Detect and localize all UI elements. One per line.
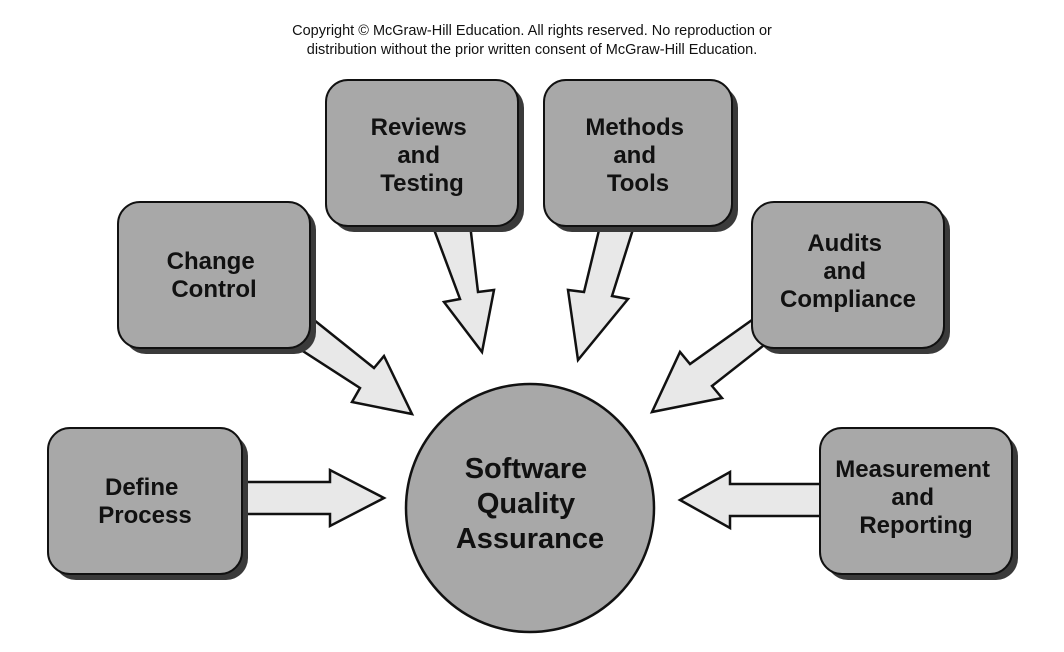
arrow-methods — [566, 224, 636, 363]
arrow-change-control — [290, 318, 415, 416]
box-measurement-line-2: and — [891, 484, 934, 511]
box-change-control: Change Control — [117, 201, 316, 354]
svg-text:Software Quality A: Software Quality Assurance — [456, 453, 604, 555]
box-methods-line-3: Tools — [607, 170, 669, 197]
box-reviews: Reviews and Testing — [325, 79, 524, 232]
box-audits-line-2: and — [823, 258, 866, 285]
box-reviews-line-3: Testing — [380, 170, 464, 197]
box-measurement: Measurement and Reporting — [819, 427, 1018, 580]
box-change-line-2: Control — [171, 276, 256, 303]
center-line-1: Software — [465, 453, 587, 485]
box-measurement-line-3: Reporting — [859, 512, 972, 539]
box-audits-line-1: Audits — [807, 230, 882, 257]
svg-text:Measurement and Re: Measurement and Reporting — [835, 456, 996, 539]
svg-text:Reviews and Testin: Reviews and Testing — [371, 114, 474, 197]
center-line-3: Assurance — [456, 523, 604, 555]
arrow-audits — [649, 318, 770, 414]
box-define-process: Define Process — [47, 427, 248, 580]
box-methods-line-1: Methods — [585, 114, 684, 141]
box-reviews-line-1: Reviews — [371, 114, 467, 141]
box-reviews-line-2: and — [397, 142, 440, 169]
svg-text:Audits and Complia: Audits and Compliance — [780, 230, 916, 313]
box-audits: Audits and Compliance — [751, 201, 950, 354]
box-audits-line-3: Compliance — [780, 286, 916, 313]
center-line-2: Quality — [477, 488, 575, 520]
box-change-line-1: Change — [167, 248, 255, 275]
arrow-reviews — [430, 222, 496, 355]
box-methods-line-2: and — [613, 142, 656, 169]
box-define-line-1: Define — [105, 474, 178, 501]
svg-text:Define Process: Define Process — [98, 474, 191, 529]
copyright-line-1: Copyright © McGraw-Hill Education. All r… — [292, 23, 772, 39]
box-methods: Methods and Tools — [543, 79, 738, 232]
center-circle: Software Quality Assurance — [404, 382, 656, 634]
copyright-notice: Copyright © McGraw-Hill Education. All r… — [0, 22, 1064, 60]
box-define-line-2: Process — [98, 502, 191, 529]
svg-text:Methods and Tools: Methods and Tools — [585, 114, 690, 197]
arrows — [242, 222, 824, 531]
copyright-line-2: distribution without the prior written c… — [306, 42, 758, 58]
svg-text:Change Control: Change Control — [167, 248, 262, 303]
arrow-measurement — [677, 469, 824, 531]
arrow-define-process — [242, 467, 387, 529]
box-measurement-line-1: Measurement — [835, 456, 990, 483]
